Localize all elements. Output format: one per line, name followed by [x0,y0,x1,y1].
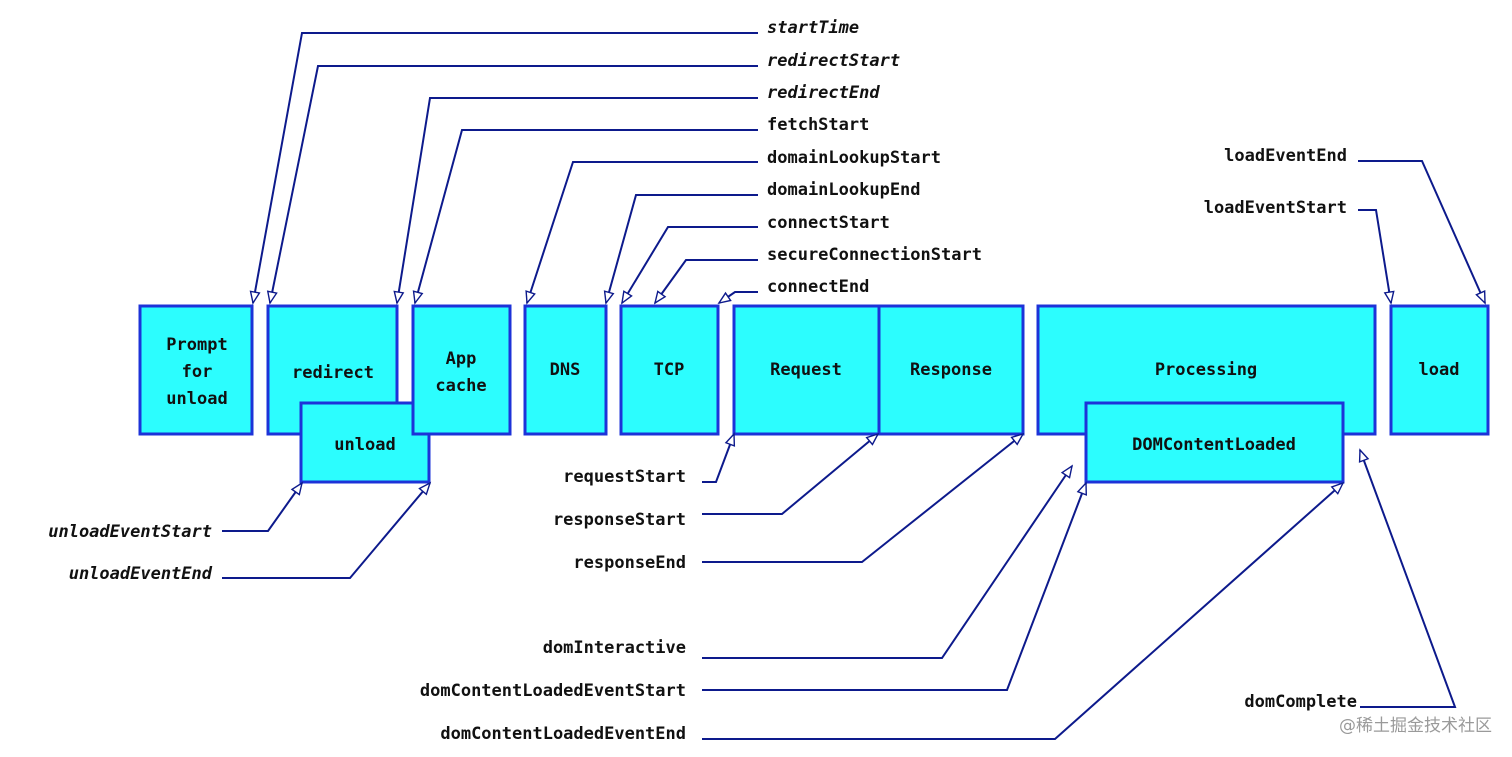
box-processing-label: Processing [1155,360,1257,380]
arrowheads [249,290,1486,496]
box-label-line: Request [770,360,842,380]
event-labels: startTime redirectStart redirectEnd fetc… [48,18,1357,744]
box-dom-content-loaded [1084,401,1345,484]
label-domInteractive: domInteractive [543,638,686,658]
connector-domContentLoadedEventStart [702,482,1087,691]
box-prompt-for-unload [138,304,254,436]
arrowhead [1076,481,1088,496]
box-dom-content-loaded-label: DOMContentLoaded [1132,435,1296,455]
arrowhead [724,432,736,447]
label-domContentLoadedEventEnd: domContentLoadedEventEnd [440,724,686,744]
arrowhead [418,481,432,496]
box-label-line: DOMContentLoaded [1132,435,1296,455]
box-label-line: Response [910,360,992,380]
label-unloadEventEnd: unloadEventEnd [69,564,213,584]
arrowhead [249,290,261,305]
arrowhead [1358,448,1370,463]
label-domainLookupStart: domainLookupStart [767,148,941,168]
label-responseEnd: responseEnd [573,553,686,573]
box-response-label: Response [910,360,992,380]
connector-loadEventEnd [1358,160,1486,304]
box-label-line: Processing [1155,360,1257,380]
label-domComplete: domComplete [1244,692,1357,712]
arrowhead [717,291,732,305]
connector-redirectEnd [396,97,758,304]
arrowhead [621,290,633,305]
box-label-line: DNS [550,360,581,380]
box-response [877,304,1025,436]
label-responseStart: responseStart [553,510,686,530]
box-unload-label: unload [334,435,395,455]
connector-redirectStart [269,65,758,304]
arrowhead [1383,290,1395,305]
arrowhead [393,290,405,305]
arrowhead [290,481,304,496]
label-domContentLoadedEventStart: domContentLoadedEventStart [420,681,686,701]
label-requestStart: requestStart [563,467,686,487]
watermark: @稀土掘金技术社区 [1339,716,1492,736]
box-label-line: unload [166,389,227,409]
box-tcp [619,304,720,436]
box-app-cache [411,304,512,436]
box-label-line: redirect [292,363,374,383]
label-redirectStart: redirectStart [767,51,900,71]
box-prompt-for-unload-label: Prompt for unload [166,335,227,409]
label-fetchStart: fetchStart [767,115,869,135]
connector-secureConnectionStart [654,259,758,304]
label-loadEventEnd: loadEventEnd [1224,146,1347,166]
label-redirectEnd: redirectEnd [767,83,880,103]
box-label-line: load [1419,360,1460,380]
connector-responseEnd [702,433,1024,563]
arrowhead [1010,432,1025,446]
box-load-label: load [1419,360,1460,380]
connector-requestStart [702,433,735,483]
connector-unloadEventEnd [222,482,431,579]
box-request-label: Request [770,360,842,380]
phase-boxes: Prompt for unload redirect unload App cache… [138,304,1490,484]
box-label-line: App [446,349,477,369]
label-secureConnectionStart: secureConnectionStart [767,245,982,265]
connector-domainLookupStart [526,161,758,304]
label-unloadEventStart: unloadEventStart [48,522,212,542]
box-dns-label: DNS [550,360,581,380]
box-dns [523,304,608,436]
box-label-line: Prompt [166,335,227,355]
connector-domainLookupEnd [605,194,758,304]
connector-startTime [252,32,758,304]
connector-loadEventStart [1358,209,1392,304]
label-loadEventStart: loadEventStart [1204,198,1347,218]
box-label-line: cache [435,376,486,396]
connector-unloadEventStart [222,482,303,532]
box-app-cache-label: App cache [435,349,486,396]
arrowhead [653,290,667,305]
arrowhead [1475,290,1486,305]
connector-domInteractive [702,465,1073,659]
label-connectEnd: connectEnd [767,277,869,297]
connectors [222,32,1486,740]
label-startTime: startTime [767,18,859,38]
connector-domComplete [1359,449,1457,708]
label-connectStart: connectStart [767,213,890,233]
arrowhead [1060,464,1074,479]
box-label-line: for [182,362,213,382]
arrowhead [525,290,536,305]
arrowhead [603,290,615,305]
box-label-line: unload [334,435,395,455]
arrowhead [865,432,880,446]
box-request [732,304,881,436]
connector-fetchStart [414,129,758,304]
box-label-line: TCP [654,360,685,380]
box-redirect-label: redirect [292,363,374,383]
box-load [1389,304,1490,436]
connector-responseStart [702,433,879,515]
box-tcp-label: TCP [654,360,685,380]
connector-connectStart [621,226,758,304]
box-unload [299,401,431,484]
connector-domContentLoadedEventEnd [702,482,1344,740]
arrowhead [266,290,278,305]
label-domainLookupEnd: domainLookupEnd [767,180,921,200]
arrowhead [412,290,424,305]
arrowhead [1330,481,1345,495]
